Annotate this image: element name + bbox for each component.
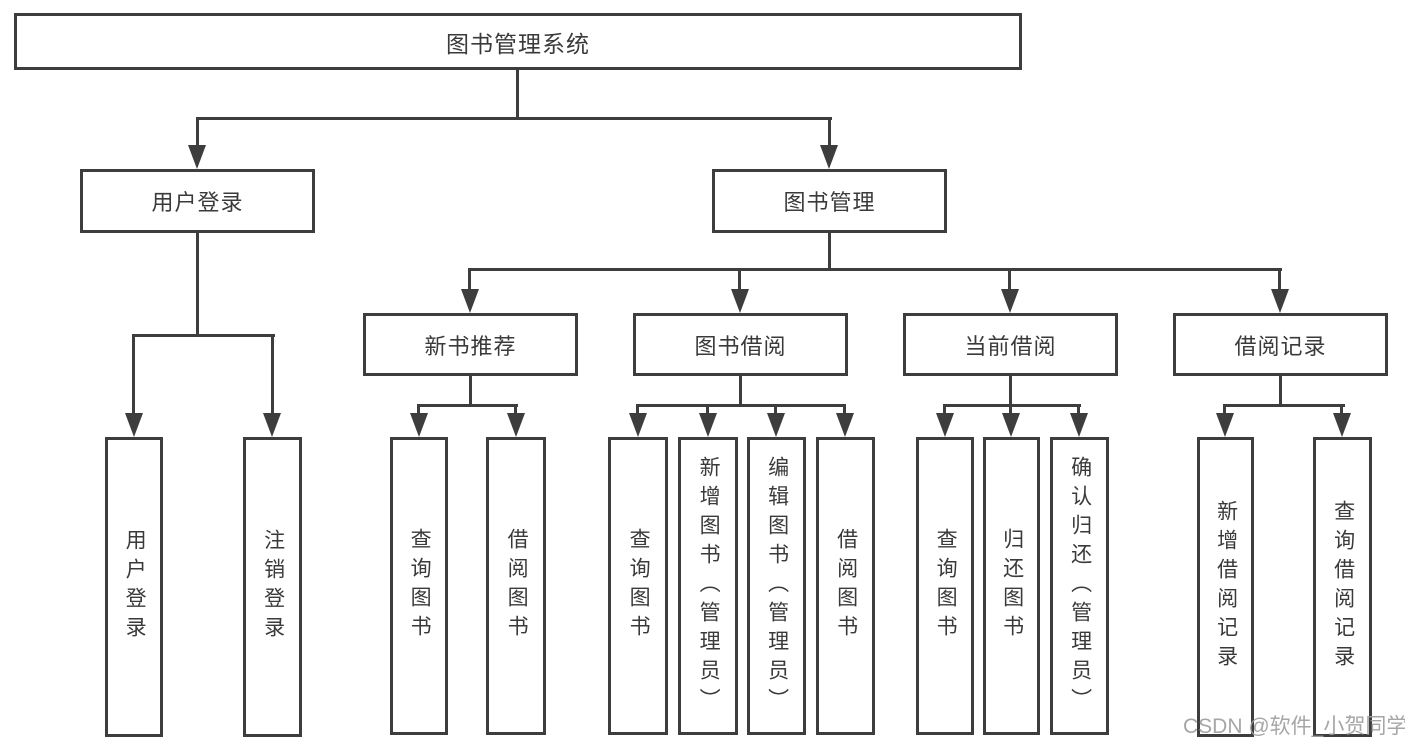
node-add-borrow-record-label: 新增借阅记录 xyxy=(1214,500,1238,674)
arrow-down-icon xyxy=(1333,413,1351,437)
node-add-books-admin: 新增图书（管理员） xyxy=(678,437,738,735)
connector-line xyxy=(1077,404,1080,416)
node-logout-leaf-label: 注销登录 xyxy=(261,529,285,645)
connector-line xyxy=(828,117,831,147)
node-new-book-recommend-label: 新书推荐 xyxy=(424,333,517,359)
arrow-down-icon xyxy=(629,413,647,437)
node-borrow-books-b-label: 借阅图书 xyxy=(834,528,858,644)
node-current-borrowing-label: 当前借阅 xyxy=(964,333,1057,359)
connector-line xyxy=(943,404,946,416)
connector-line xyxy=(738,268,741,292)
node-borrowing-records-label: 借阅记录 xyxy=(1234,333,1327,359)
arrow-down-icon xyxy=(936,413,954,437)
node-query-books-b-label: 查询图书 xyxy=(627,528,651,644)
arrow-down-icon xyxy=(461,289,479,313)
connector-line xyxy=(1278,268,1281,292)
node-user-login-leaf-label: 用户登录 xyxy=(123,529,147,645)
connector-line xyxy=(706,404,709,416)
node-logout-leaf: 注销登录 xyxy=(243,437,302,737)
node-add-borrow-record: 新增借阅记录 xyxy=(1197,437,1254,737)
arrow-down-icon xyxy=(820,145,838,169)
node-query-books-c: 查询图书 xyxy=(916,437,974,735)
arrow-down-icon xyxy=(699,413,717,437)
arrow-down-icon xyxy=(836,413,854,437)
arrow-down-icon xyxy=(507,413,525,437)
node-user-login-label: 用户登录 xyxy=(151,190,244,215)
connector-line xyxy=(468,268,471,292)
connector-line xyxy=(1009,376,1012,406)
connector-line xyxy=(271,334,274,415)
connector-line xyxy=(514,404,517,416)
node-current-borrowing: 当前借阅 xyxy=(903,313,1118,376)
node-query-borrow-record-label: 查询借阅记录 xyxy=(1331,500,1355,674)
node-book-borrowing: 图书借阅 xyxy=(633,313,848,376)
arrow-down-icon xyxy=(263,413,281,437)
connector-line xyxy=(828,233,831,271)
arrow-down-icon xyxy=(410,413,428,437)
connector-line xyxy=(417,404,518,407)
arrow-down-icon xyxy=(731,289,749,313)
node-confirm-return-admin-label: 确认归还（管理员） xyxy=(1068,455,1092,717)
node-root-label: 图书管理系统 xyxy=(446,30,590,57)
connector-line xyxy=(1009,404,1012,416)
node-confirm-return-admin: 确认归还（管理员） xyxy=(1050,437,1109,735)
connector-line xyxy=(132,334,275,337)
connector-line xyxy=(1008,268,1011,292)
node-borrowing-records: 借阅记录 xyxy=(1173,313,1388,376)
connector-line xyxy=(1279,376,1282,406)
connector-line xyxy=(774,404,777,416)
node-book-borrowing-label: 图书借阅 xyxy=(694,333,787,359)
connector-line xyxy=(636,404,846,407)
node-query-books-c-label: 查询图书 xyxy=(934,528,958,644)
arrow-down-icon xyxy=(1070,413,1088,437)
node-borrow-books-a: 借阅图书 xyxy=(486,437,546,735)
node-root: 图书管理系统 xyxy=(14,13,1022,70)
connector-line xyxy=(739,376,742,406)
connector-line xyxy=(636,404,639,416)
arrow-down-icon xyxy=(1002,413,1020,437)
node-user-login: 用户登录 xyxy=(80,169,315,233)
node-query-borrow-record: 查询借阅记录 xyxy=(1313,437,1372,737)
arrow-down-icon xyxy=(1271,289,1289,313)
arrow-down-icon xyxy=(1216,413,1234,437)
node-book-management-label: 图书管理 xyxy=(783,190,876,215)
connector-line xyxy=(417,404,420,416)
connector-line xyxy=(1340,404,1343,416)
connector-line xyxy=(196,117,199,147)
node-new-book-recommend: 新书推荐 xyxy=(363,313,578,376)
node-return-books-label: 归还图书 xyxy=(1000,528,1024,644)
node-return-books: 归还图书 xyxy=(983,437,1040,735)
node-add-books-admin-label: 新增图书（管理员） xyxy=(697,455,721,717)
arrow-down-icon xyxy=(767,413,785,437)
connector-line xyxy=(843,404,846,416)
node-borrow-books-a-label: 借阅图书 xyxy=(505,528,529,644)
connector-line xyxy=(1223,404,1345,407)
node-query-books-a-label: 查询图书 xyxy=(408,528,432,644)
watermark: CSDN @软件_小贺同学 xyxy=(1183,715,1405,738)
node-query-books-b: 查询图书 xyxy=(608,437,668,735)
node-query-books-a: 查询图书 xyxy=(390,437,448,735)
node-borrow-books-b: 借阅图书 xyxy=(816,437,875,735)
connector-line xyxy=(132,334,135,415)
connector-line xyxy=(943,404,1081,407)
connector-line xyxy=(196,117,832,120)
connector-line xyxy=(196,233,199,337)
connector-line xyxy=(1223,404,1226,416)
node-edit-books-admin-label: 编辑图书（管理员） xyxy=(765,455,789,717)
arrow-down-icon xyxy=(1001,289,1019,313)
arrow-down-icon xyxy=(188,145,206,169)
node-edit-books-admin: 编辑图书（管理员） xyxy=(747,437,806,735)
node-user-login-leaf: 用户登录 xyxy=(105,437,163,737)
connector-line xyxy=(516,70,519,119)
connector-line xyxy=(469,376,472,406)
connector-line xyxy=(468,268,1282,271)
node-book-management: 图书管理 xyxy=(712,169,947,233)
arrow-down-icon xyxy=(125,413,143,437)
